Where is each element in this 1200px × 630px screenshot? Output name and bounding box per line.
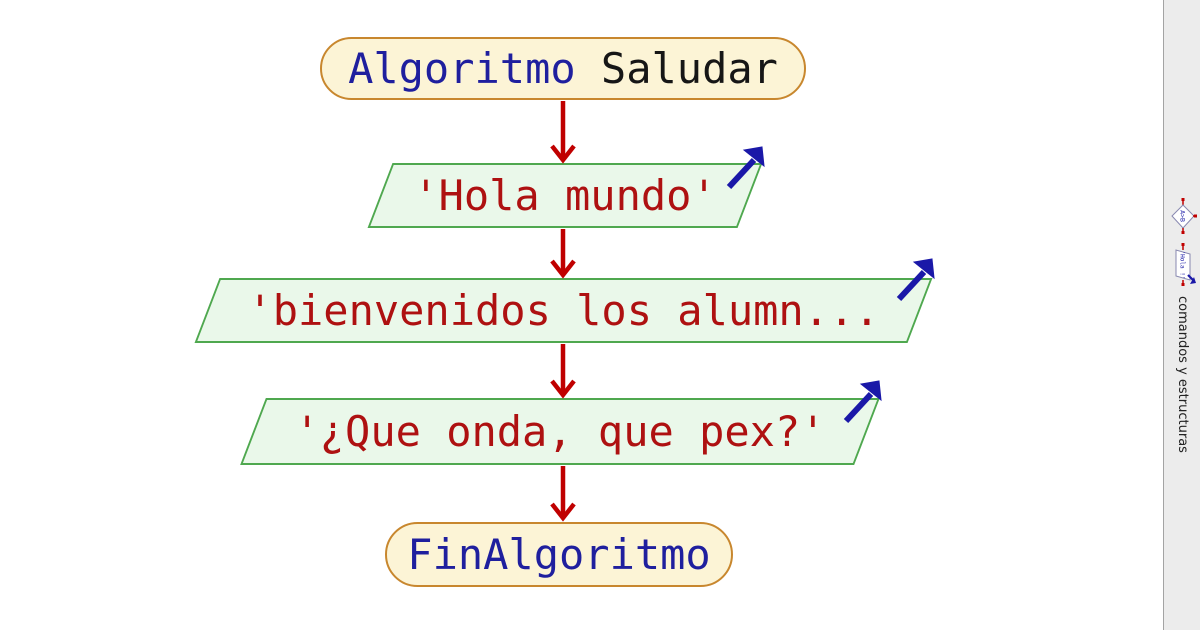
commands-sidebar[interactable]: [1163, 0, 1200, 630]
algorithm-name: Saludar: [575, 44, 778, 93]
end-label: FinAlgoritmo: [407, 530, 711, 579]
decision-icon: A>B: [1171, 198, 1197, 234]
output-text: '¿Que onda, que pex?': [294, 407, 826, 456]
svg-text:'Hola !': 'Hola !': [1179, 251, 1186, 280]
output-node-1[interactable]: 'Hola mundo': [367, 163, 763, 228]
end-node[interactable]: FinAlgoritmo: [385, 522, 733, 587]
commands-sidebar-strip[interactable]: A>B 'Hola !' comandos y estructuras: [1168, 198, 1198, 453]
output-icon: 'Hola !': [1175, 243, 1196, 286]
svg-text:A>B: A>B: [1179, 210, 1187, 222]
output-node-2[interactable]: 'bienvenidos los alumn...: [194, 278, 933, 343]
sidebar-tab-label: comandos y estructuras: [1175, 296, 1191, 453]
start-keyword: Algoritmo: [348, 44, 576, 93]
output-node-3[interactable]: '¿Que onda, que pex?': [240, 398, 880, 465]
output-text: 'bienvenidos los alumn...: [247, 286, 880, 335]
output-text: 'Hola mundo': [413, 171, 717, 220]
start-node[interactable]: Algoritmo Saludar: [320, 37, 806, 100]
